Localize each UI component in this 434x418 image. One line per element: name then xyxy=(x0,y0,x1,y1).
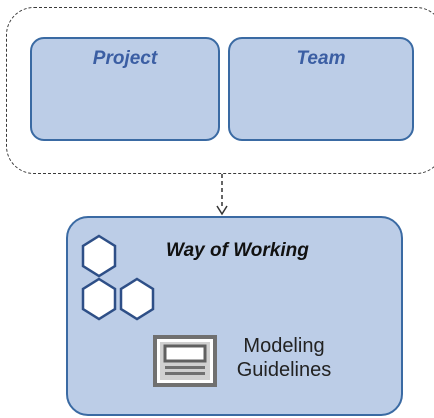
team-title: Team xyxy=(296,48,346,69)
project-team-group xyxy=(6,7,434,174)
project-node[interactable]: Project xyxy=(30,37,220,141)
modeling-guidelines-line2: Guidelines xyxy=(236,359,332,381)
way-of-working-node[interactable]: Way of Working Modeling Guidelines xyxy=(66,216,403,416)
way-of-working-title: Way of Working xyxy=(166,240,309,261)
document-icon xyxy=(153,335,217,387)
modeling-guidelines-label: Modeling Guidelines xyxy=(224,334,344,382)
dashed-arrow-connector xyxy=(216,174,228,216)
team-node[interactable]: Team xyxy=(228,37,414,141)
modeling-guidelines-line1: Modeling xyxy=(243,335,325,357)
hexagon-cluster-icon xyxy=(81,234,155,321)
project-title: Project xyxy=(92,48,158,69)
